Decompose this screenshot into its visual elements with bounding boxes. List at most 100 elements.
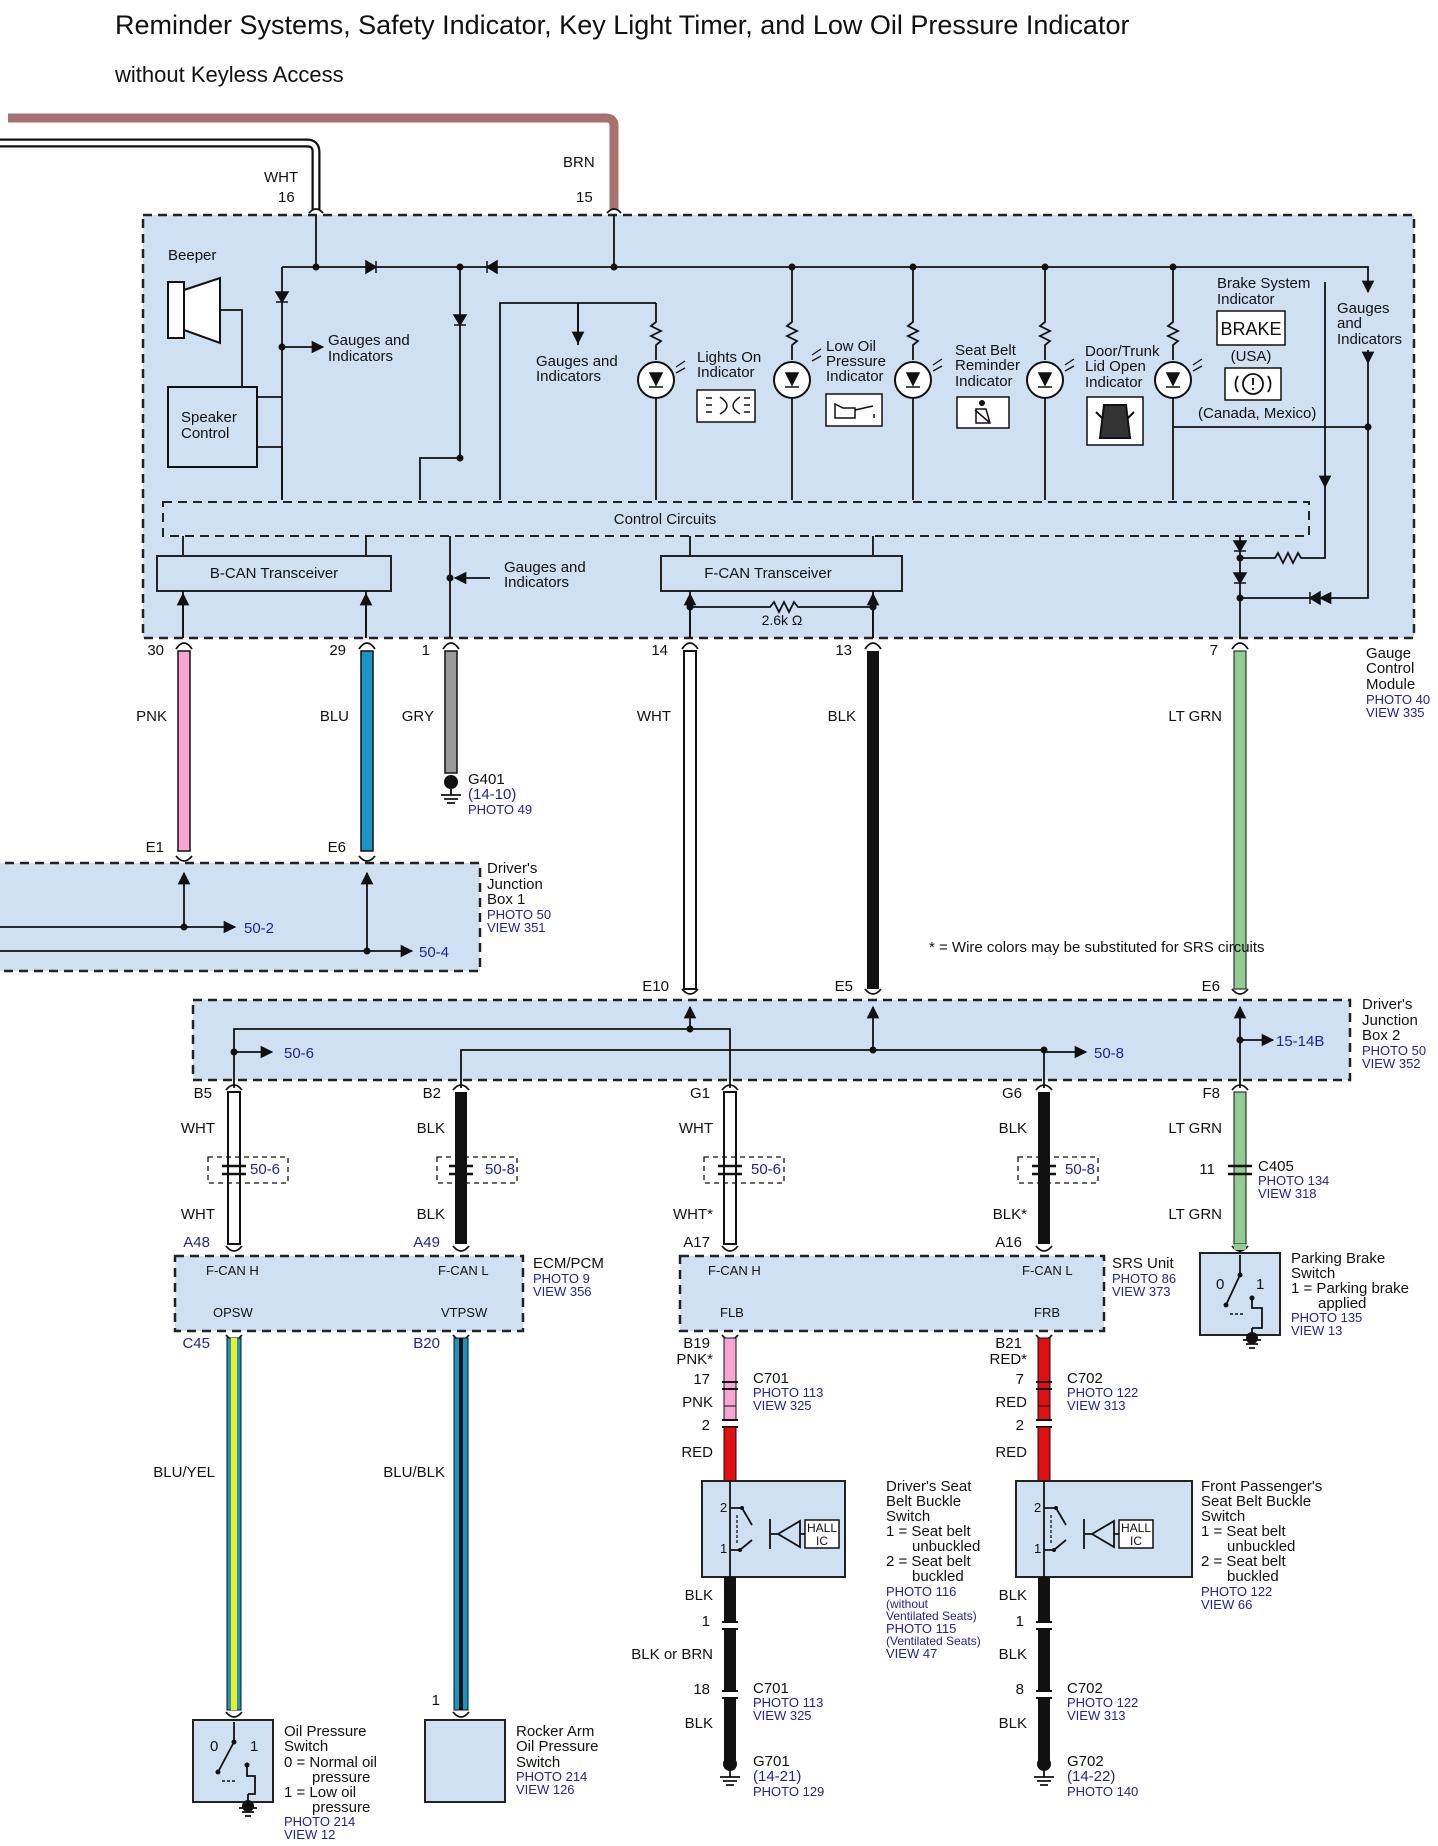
beeper-icon: [167, 276, 221, 345]
pass-switch-name-1: Front Passenger's: [1201, 1478, 1322, 1495]
djb2-link-50-6[interactable]: 50-6: [284, 1045, 314, 1062]
driver-switch-photo-link-1[interactable]: PHOTO 116: [886, 1584, 956, 1599]
ecm-view-link[interactable]: VIEW 356: [533, 1284, 592, 1299]
wire-link-50-8-a[interactable]: 50-8: [485, 1161, 515, 1178]
srs-pin-b19: B19: [683, 1335, 710, 1352]
c405-view-link[interactable]: VIEW 318: [1258, 1186, 1317, 1201]
c701-photo-link-b[interactable]: PHOTO 113: [753, 1695, 823, 1710]
gcm-name-2: Control: [1366, 660, 1414, 677]
driver-pin-1: 1: [702, 1613, 710, 1630]
ecm-pcm: A48 A49 F-CAN H F-CAN L OPSW VTPSW ECM/P…: [153, 1234, 604, 1711]
rocker-view-link[interactable]: VIEW 126: [516, 1782, 575, 1797]
oil-switch-view-link[interactable]: VIEW 12: [284, 1827, 335, 1842]
srs-photo-link[interactable]: PHOTO 86: [1112, 1271, 1176, 1286]
wire-link-50-6-a[interactable]: 50-6: [250, 1161, 280, 1178]
ecm-pin-c45[interactable]: C45: [182, 1335, 210, 1352]
djb2-link-15-14b[interactable]: 15-14B: [1276, 1033, 1324, 1050]
g701-photo-link[interactable]: PHOTO 129: [753, 1784, 824, 1799]
g701-ref-link[interactable]: (14-21): [753, 1768, 801, 1785]
driver-wire-blk-2: BLK: [685, 1715, 713, 1732]
low-oil-label-2: Pressure: [826, 353, 886, 370]
srs-view-link[interactable]: VIEW 373: [1112, 1284, 1171, 1299]
brake-usa-label: (USA): [1231, 348, 1272, 365]
wire-link-50-8-b[interactable]: 50-8: [1065, 1161, 1095, 1178]
djb1-name-2: Junction: [487, 876, 543, 893]
djb1-name-3: Box 1: [487, 891, 525, 908]
top-wires: WHT 16 BRN 15: [0, 113, 619, 210]
djb2-photo-link[interactable]: PHOTO 50: [1362, 1043, 1426, 1058]
ecm-pin-a49[interactable]: A49: [413, 1234, 440, 1251]
c701-photo-link-a[interactable]: PHOTO 113: [753, 1385, 823, 1400]
gcm-photo-link[interactable]: PHOTO 40: [1366, 692, 1430, 707]
oil-pressure-switch: 0 1 Oil Pressure Switch 0 = Normal oil p…: [192, 1711, 470, 1842]
gcm-gauges-label-3b: and: [1337, 315, 1362, 332]
djb2-pin-e5: E5: [835, 978, 853, 995]
gcm-name-1: Gauge: [1366, 645, 1411, 662]
pass-hall-label-2: IC: [1130, 1534, 1142, 1548]
djb1-view-link[interactable]: VIEW 351: [487, 920, 546, 935]
djb2-view-link[interactable]: VIEW 352: [1362, 1056, 1421, 1071]
oil-switch-photo-link[interactable]: PHOTO 214: [284, 1814, 355, 1829]
seat-belt-label-3: Indicator: [955, 373, 1013, 390]
djb1-pin-e1: E1: [146, 839, 164, 856]
g401-photo-link[interactable]: PHOTO 49: [468, 802, 532, 817]
speaker-control-label-2: Control: [181, 425, 229, 442]
parking-brake-view-link[interactable]: VIEW 13: [1291, 1323, 1342, 1338]
c701-view-link-a[interactable]: VIEW 325: [753, 1398, 812, 1413]
g702-ref-link[interactable]: (14-22): [1067, 1768, 1115, 1785]
pin-14: 14: [651, 642, 668, 659]
brake-canada-label: (Canada, Mexico): [1198, 405, 1316, 422]
ecm-label-fcanh: F-CAN H: [206, 1263, 259, 1278]
oil-switch-pos1: 1: [250, 1738, 258, 1755]
driver-switch-photo-note-2: Ventilated Seats): [886, 1609, 977, 1623]
c702-view-link-a[interactable]: VIEW 313: [1067, 1398, 1126, 1413]
driver-wire-pnk: PNK: [682, 1394, 713, 1411]
g401-ref-link[interactable]: (14-10): [468, 786, 516, 803]
drivers-junction-box-1: E1 E6 50-2 50-4 Driver's Junction Box 1 …: [0, 839, 551, 973]
wire-link-50-6-b[interactable]: 50-6: [751, 1161, 781, 1178]
srs-label-fcanl: F-CAN L: [1022, 1263, 1073, 1278]
c702-photo-link-b[interactable]: PHOTO 122: [1067, 1695, 1138, 1710]
ecm-label-vtpsw: VTPSW: [441, 1305, 488, 1320]
ecm-pin-b20[interactable]: B20: [413, 1335, 440, 1352]
djb1-photo-link[interactable]: PHOTO 50: [487, 907, 551, 922]
bcan-transceiver-box: [156, 555, 392, 592]
c702-photo-link-a[interactable]: PHOTO 122: [1067, 1385, 1138, 1400]
driver-switch-photo-link-2[interactable]: PHOTO 115: [886, 1621, 956, 1636]
driver-wire-blk-or-brn: BLK or BRN: [631, 1646, 713, 1663]
pass-switch-desc-1: 1 = Seat belt: [1201, 1523, 1286, 1540]
rocker-pin-1: 1: [432, 1692, 440, 1709]
djb1-link-50-2[interactable]: 50-2: [244, 920, 274, 937]
wire-ltgrn: LT GRN: [1168, 708, 1222, 725]
ecm-pin-a48[interactable]: A48: [183, 1234, 210, 1251]
ecm-photo-link[interactable]: PHOTO 9: [533, 1271, 590, 1286]
c701-view-link-b[interactable]: VIEW 325: [753, 1708, 812, 1723]
pass-switch-photo-link[interactable]: PHOTO 122: [1201, 1584, 1272, 1599]
oil-switch-name-1: Oil Pressure: [284, 1723, 367, 1740]
low-oil-pressure-indicator: Low Oil Pressure Indicator: [773, 267, 886, 500]
c405-photo-link[interactable]: PHOTO 134: [1258, 1173, 1329, 1188]
g702-photo-link[interactable]: PHOTO 140: [1067, 1784, 1138, 1799]
parking-brake-photo-link[interactable]: PHOTO 135: [1291, 1310, 1362, 1325]
djb1-link-50-4[interactable]: 50-4: [419, 944, 449, 961]
pass-pin-8: 8: [1016, 1681, 1024, 1698]
rocker-photo-link[interactable]: PHOTO 214: [516, 1769, 587, 1784]
djb2-link-50-8[interactable]: 50-8: [1094, 1045, 1124, 1062]
c701-pin-17: 17: [693, 1371, 710, 1388]
c701-label-b: C701: [753, 1680, 789, 1697]
g702-label: G702: [1067, 1753, 1104, 1770]
pass-switch-view-link[interactable]: VIEW 66: [1201, 1597, 1252, 1612]
low-oil-label-3: Indicator: [826, 368, 884, 385]
oil-switch-desc-4: pressure: [312, 1799, 370, 1816]
driver-switch-view-link[interactable]: VIEW 47: [886, 1646, 937, 1661]
speaker-control-label-1: Speaker: [181, 409, 237, 426]
djb2-name-1: Driver's: [1362, 996, 1412, 1013]
driver-hall-label-2: IC: [816, 1534, 828, 1548]
c405-pin-11: 11: [1199, 1161, 1215, 1178]
brake-system-indicator: Brake System Indicator BRAKE (USA) (Cana…: [1154, 267, 1372, 500]
driver-wire-red: RED: [681, 1444, 713, 1461]
c702-pin-7: 7: [1016, 1371, 1024, 1388]
c702-view-link-b[interactable]: VIEW 313: [1067, 1708, 1126, 1723]
gcm-view-link[interactable]: VIEW 335: [1366, 705, 1425, 720]
driver-pin-18: 18: [693, 1681, 710, 1698]
